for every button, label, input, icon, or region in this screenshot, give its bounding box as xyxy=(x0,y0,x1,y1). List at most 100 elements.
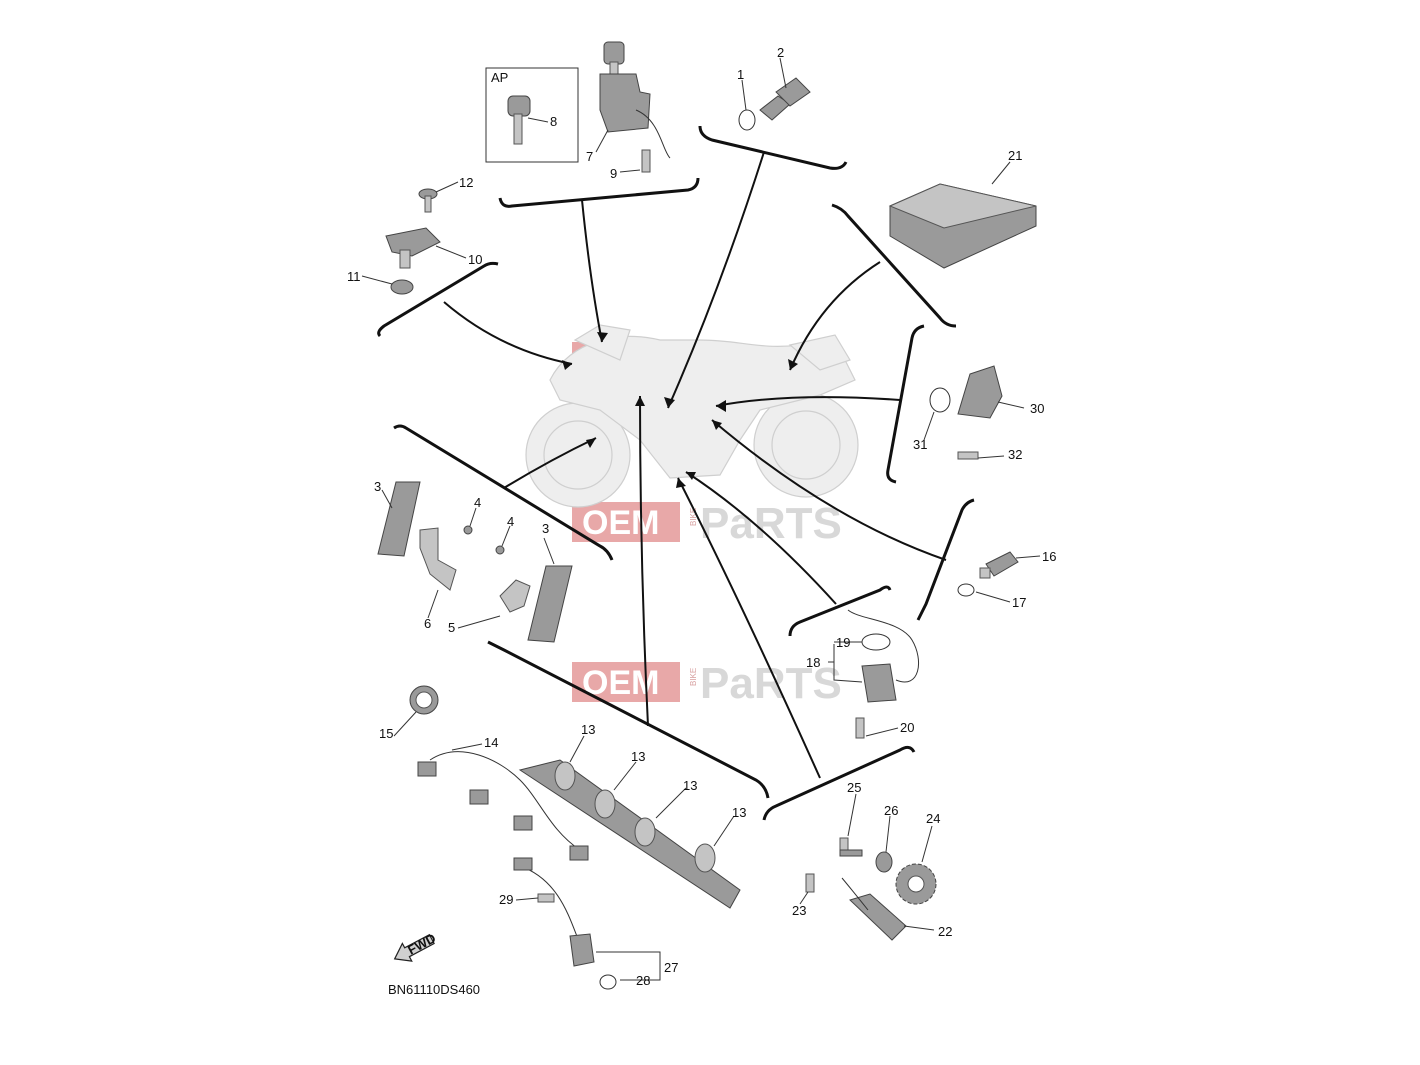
svg-text:PaRTS: PaRTS xyxy=(700,499,842,548)
fwd-arrow-icon: FWD xyxy=(393,930,438,962)
bolt-part-29 xyxy=(537,893,555,903)
bolt-part-20 xyxy=(855,717,865,739)
callout-27: 27 xyxy=(664,960,678,975)
bracket-sensor-1-2 xyxy=(698,125,848,170)
ignition-switch-part-7 xyxy=(599,41,671,159)
bracket-sensor-10 xyxy=(377,261,499,338)
bracket-sensor-30 xyxy=(886,324,925,484)
callout-5: 5 xyxy=(448,620,455,635)
nut-part-4-right xyxy=(495,545,505,555)
bracket-part-5 xyxy=(499,579,531,613)
leader-sensor-22 xyxy=(677,477,821,779)
bracket-sensor-16 xyxy=(916,498,975,621)
sensor-part-16 xyxy=(979,551,1019,579)
callout-20: 20 xyxy=(900,720,914,735)
leader-sensor-13 xyxy=(639,395,649,727)
sensor-part-18 xyxy=(847,609,920,703)
washer-part-26 xyxy=(875,851,893,873)
sensor-part-30 xyxy=(957,365,1003,419)
callout-6: 6 xyxy=(424,616,431,631)
sensor-part-3-right xyxy=(527,565,573,643)
callout-3-left: 3 xyxy=(374,479,381,494)
sensor-part-10 xyxy=(385,227,441,269)
sensor-part-27 xyxy=(513,857,595,967)
bolt-part-9 xyxy=(641,149,651,173)
callout-8: 8 xyxy=(550,114,557,129)
bracket-sensor-3 xyxy=(393,424,614,561)
leader-sensor-3 xyxy=(503,437,597,489)
callout-10: 10 xyxy=(468,252,482,267)
gasket-part-17 xyxy=(957,583,975,597)
callout-14: 14 xyxy=(484,735,498,750)
o-ring-part-31 xyxy=(929,387,951,413)
motorcycle-silhouette xyxy=(525,324,859,508)
callout-12: 12 xyxy=(459,175,473,190)
callout-4-left: 4 xyxy=(474,495,481,510)
callout-31: 31 xyxy=(913,437,927,452)
svg-text:PaRTS: PaRTS xyxy=(700,659,842,708)
callout-4-right: 4 xyxy=(507,514,514,529)
callout-leaders xyxy=(361,57,1041,981)
leader-sensor-1-2 xyxy=(667,151,765,409)
sensor-part-3-left xyxy=(377,481,421,557)
sensor-part-2 xyxy=(759,77,811,121)
sprocket-part-24 xyxy=(895,863,937,905)
bracket-sensor-22 xyxy=(762,745,916,821)
callout-3-right: 3 xyxy=(542,521,549,536)
callout-22: 22 xyxy=(938,924,952,939)
callout-13-b: 13 xyxy=(631,749,645,764)
callout-19: 19 xyxy=(836,635,850,650)
callout-28: 28 xyxy=(636,973,650,988)
grommet-part-11 xyxy=(390,279,414,295)
callout-26: 26 xyxy=(884,803,898,818)
callout-7: 7 xyxy=(586,149,593,164)
leader-sensor-10 xyxy=(443,301,573,365)
clamp-part-15 xyxy=(409,685,439,715)
nut-part-4-left xyxy=(463,525,473,535)
arrowheads xyxy=(562,332,798,488)
callout-13-d: 13 xyxy=(732,805,746,820)
bolt-part-23 xyxy=(805,873,815,893)
ap-box: AP xyxy=(485,67,579,163)
harness-part-14 xyxy=(417,751,589,861)
callout-23: 23 xyxy=(792,903,806,918)
callout-17: 17 xyxy=(1012,595,1026,610)
svg-text:BIKE: BIKE xyxy=(689,668,698,686)
leader-sensor-30 xyxy=(715,396,901,407)
callout-11: 11 xyxy=(347,269,361,284)
bolt-part-25 xyxy=(839,837,863,857)
o-ring-part-1 xyxy=(738,109,756,131)
key-part-8 xyxy=(507,95,531,145)
ecu-part-21 xyxy=(888,183,1037,269)
callout-15: 15 xyxy=(379,726,393,741)
watermark-middle: OEM BIKE PaRTS xyxy=(572,499,842,548)
svg-text:OEM: OEM xyxy=(582,504,659,542)
svg-text:AP: AP xyxy=(491,70,508,85)
leader-sensor-16 xyxy=(711,419,947,561)
callout-18: 18 xyxy=(806,655,820,670)
o-ring-part-28 xyxy=(599,974,617,990)
callout-16: 16 xyxy=(1042,549,1056,564)
o-ring-part-19 xyxy=(861,633,891,651)
bracket-sensor-13 xyxy=(487,640,770,799)
leader-ignition xyxy=(581,199,603,343)
callout-30: 30 xyxy=(1030,401,1044,416)
callout-1: 1 xyxy=(737,67,744,82)
leader-sensor-18 xyxy=(685,471,837,605)
callout-labels: 1 2 3 3 4 4 5 6 7 8 9 10 11 12 13 13 13 … xyxy=(347,45,1056,988)
callout-21: 21 xyxy=(1008,148,1022,163)
bracket-ecu xyxy=(831,203,957,328)
bracket-part-6 xyxy=(419,527,457,591)
leader-ecu xyxy=(789,261,881,371)
diagram-code: BN61110DS460 xyxy=(388,982,480,997)
ignition-coils-part-13 xyxy=(518,759,741,909)
watermark-bottom: OEM BIKE PaRTS xyxy=(572,659,842,708)
callout-29: 29 xyxy=(499,892,513,907)
callout-24: 24 xyxy=(926,811,940,826)
svg-text:BIKE: BIKE xyxy=(689,508,698,526)
bolt-part-32 xyxy=(957,451,979,460)
callout-9: 9 xyxy=(610,166,617,181)
svg-text:FWD: FWD xyxy=(405,930,438,957)
callout-2: 2 xyxy=(777,45,784,60)
